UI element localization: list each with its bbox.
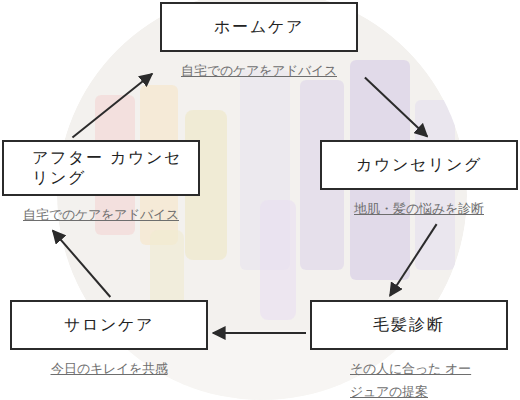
cycle-arrow [390,224,437,296]
step-caption: 今日のキレイを共感 [10,358,208,381]
step-caption: 自宅でのケアをアドバイス [2,204,200,227]
cycle-step: サロンケア今日のキレイを共感 [10,300,208,381]
cycle-arrow [213,332,306,334]
cycle-arrow [72,74,152,138]
step-title: サロンケア [26,315,192,335]
step-caption: 自宅でのケアをアドバイス [160,60,358,83]
cycle-step: 毛髪診断その人に合った オージュアの提案 [310,300,508,400]
cycle-step: アフター カウンセリング自宅でのケアをアドバイス [2,140,200,227]
step-title: カウンセリング [336,155,502,175]
step-title: アフター カウンセリング [32,148,184,188]
step-caption: その人に合った オージュアの提案 [350,358,480,400]
step-box: アフター カウンセリング [2,140,200,196]
cycle-arrow [53,231,111,297]
step-title: ホームケア [176,17,342,37]
step-box: サロンケア [10,300,208,350]
step-box: カウンセリング [320,140,518,190]
cycle-step: カウンセリング地肌・髪の悩みを診断 [320,140,518,221]
cycle-arrow [365,78,427,137]
step-title: 毛髪診断 [326,315,492,335]
step-caption: 地肌・髪の悩みを診断 [320,198,518,221]
step-box: 毛髪診断 [310,300,508,350]
cycle-step: ホームケア自宅でのケアをアドバイス [160,2,358,83]
step-box: ホームケア [160,2,358,52]
